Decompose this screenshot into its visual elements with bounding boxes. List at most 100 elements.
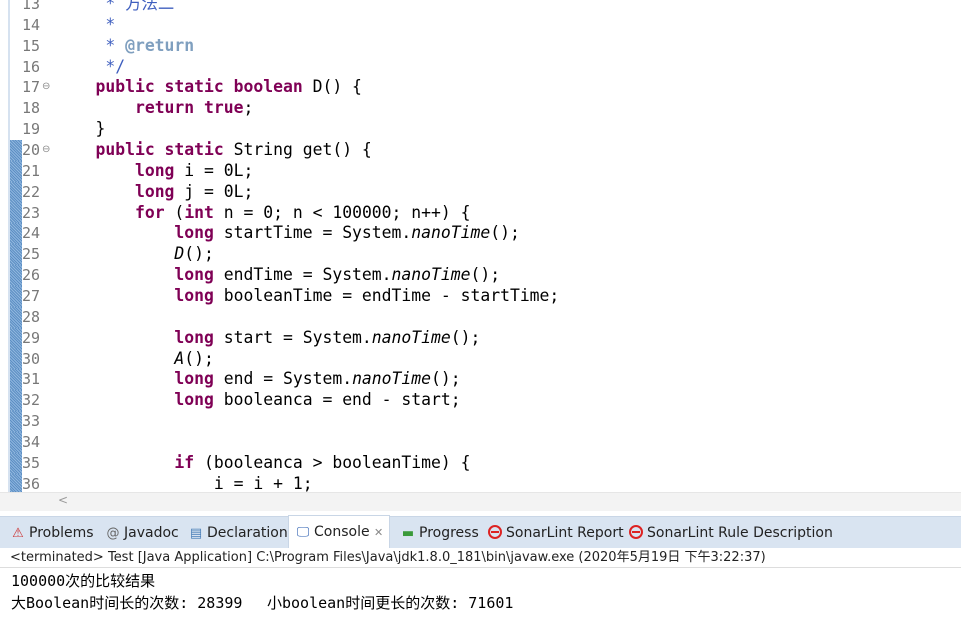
code-text: D();: [56, 244, 214, 265]
console-header: <terminated> Test [Java Application] C:\…: [0, 548, 961, 568]
code-token: D: [174, 244, 185, 264]
code-token: ;: [243, 98, 254, 118]
code-line: 17⊖ public static boolean D() {: [0, 77, 961, 98]
tab-progress[interactable]: ▬Progress: [400, 517, 479, 549]
code-token: public static: [95, 140, 224, 160]
gutter: [10, 98, 22, 119]
scroll-left-arrow[interactable]: <: [58, 493, 69, 507]
code-line: 16 */: [0, 57, 961, 78]
view-tab-bar: ⚠ Problems @Javadoc ▤Declaration 🖵Console…: [0, 515, 961, 550]
code-line: 20⊖ public static String get() {: [0, 140, 961, 161]
code-text: long booleanTime = endTime - startTime;: [56, 286, 559, 307]
progress-icon: ▬: [401, 526, 415, 541]
gutter: [10, 57, 22, 78]
code-line: 21 long i = 0L;: [0, 160, 961, 182]
gutter: [10, 77, 22, 98]
code-token: j = 0L;: [174, 181, 254, 201]
code-token: (: [164, 202, 185, 222]
line-number: 16: [22, 57, 41, 76]
line-number: 29: [22, 328, 41, 347]
code-token: [56, 286, 174, 305]
code-text: long start = System.nanoTime();: [56, 328, 480, 349]
code-line: 15 * @return: [0, 36, 961, 57]
tab-sonarlint-report[interactable]: SonarLint Report: [488, 517, 624, 549]
code-token: long: [174, 286, 214, 306]
code-token: [56, 203, 135, 222]
code-token: startTime = System.: [213, 223, 412, 243]
line-number: 31: [22, 370, 41, 389]
tab-label: Problems: [29, 525, 94, 541]
code-line: 18 return true;: [0, 98, 961, 119]
code-text: A();: [56, 348, 213, 370]
code-token: nanoTime: [391, 265, 471, 285]
code-text: long booleanca = end - start;: [56, 390, 461, 411]
code-token: [56, 182, 135, 201]
code-token: booleanca = end - start;: [213, 390, 461, 410]
gutter: [10, 36, 22, 57]
line-number: 25: [22, 245, 41, 264]
code-token: [56, 161, 135, 180]
code-token: ();: [470, 265, 501, 285]
tab-javadoc[interactable]: @Javadoc: [105, 517, 179, 549]
code-line: 27 long booleanTime = endTime - startTim…: [0, 286, 961, 307]
code-token: for: [134, 202, 165, 222]
horizontal-scrollbar[interactable]: <: [0, 492, 961, 511]
code-token: int: [184, 202, 214, 222]
code-token: i = i + 1;: [56, 473, 313, 492]
line-number: 15: [22, 36, 41, 55]
change-marker: [10, 181, 22, 203]
tab-declaration[interactable]: ▤Declaration: [188, 517, 288, 549]
line-number: 28: [22, 307, 41, 326]
fold-collapse-icon[interactable]: ⊖: [42, 81, 51, 93]
code-token: @return: [125, 35, 195, 55]
change-marker: [10, 452, 22, 474]
line-number: 27: [22, 287, 41, 306]
code-token: i = 0L;: [174, 160, 254, 180]
line-number: 19: [22, 120, 41, 139]
tab-problems[interactable]: ⚠ Problems: [10, 517, 94, 549]
code-line: 33: [0, 411, 961, 433]
code-line: 19 }: [0, 119, 961, 140]
change-marker: [10, 473, 22, 492]
code-token: [56, 77, 95, 96]
code-token: [56, 223, 174, 242]
line-number: 14: [22, 15, 41, 34]
code-text: public static boolean D() {: [56, 77, 361, 98]
code-token: *: [56, 35, 126, 55]
code-line: 24 long startTime = System.nanoTime();: [0, 223, 961, 245]
code-token: long: [134, 160, 175, 180]
change-marker: [10, 306, 22, 328]
change-marker: [10, 348, 22, 370]
gutter: [10, 15, 22, 36]
code-token: [56, 349, 174, 368]
change-marker: [10, 160, 22, 182]
code-text: i = i + 1;: [56, 474, 313, 492]
line-number: 34: [22, 433, 41, 452]
code-line: 35 if (booleanca > booleanTime) {: [0, 452, 961, 474]
code-token: [56, 140, 95, 159]
code-token: [56, 369, 174, 388]
code-token: *: [56, 14, 116, 34]
line-number: 18: [22, 99, 41, 118]
code-text: long startTime = System.nanoTime();: [56, 223, 519, 244]
close-icon[interactable]: ✕: [374, 526, 384, 539]
fold-collapse-icon[interactable]: ⊖: [42, 144, 51, 156]
code-token: nanoTime: [411, 223, 491, 243]
line-number: 20: [22, 141, 41, 160]
line-number: 30: [22, 349, 41, 368]
code-token: long: [174, 223, 214, 243]
problems-icon: ⚠: [12, 526, 24, 541]
line-number: 23: [22, 203, 41, 222]
line-number: 17: [22, 78, 41, 97]
code-line: 26 long endTime = System.nanoTime();: [0, 265, 961, 287]
code-token: [56, 390, 174, 409]
tab-console[interactable]: 🖵Console ✕: [288, 515, 391, 550]
code-token: A: [174, 348, 185, 368]
code-text: long end = System.nanoTime();: [56, 369, 460, 390]
code-token: ();: [184, 244, 214, 264]
tab-sonarlint-rule-description[interactable]: SonarLint Rule Description: [629, 517, 833, 549]
code-line: 36 i = i + 1;: [0, 473, 961, 492]
code-token: public static boolean: [95, 77, 303, 97]
